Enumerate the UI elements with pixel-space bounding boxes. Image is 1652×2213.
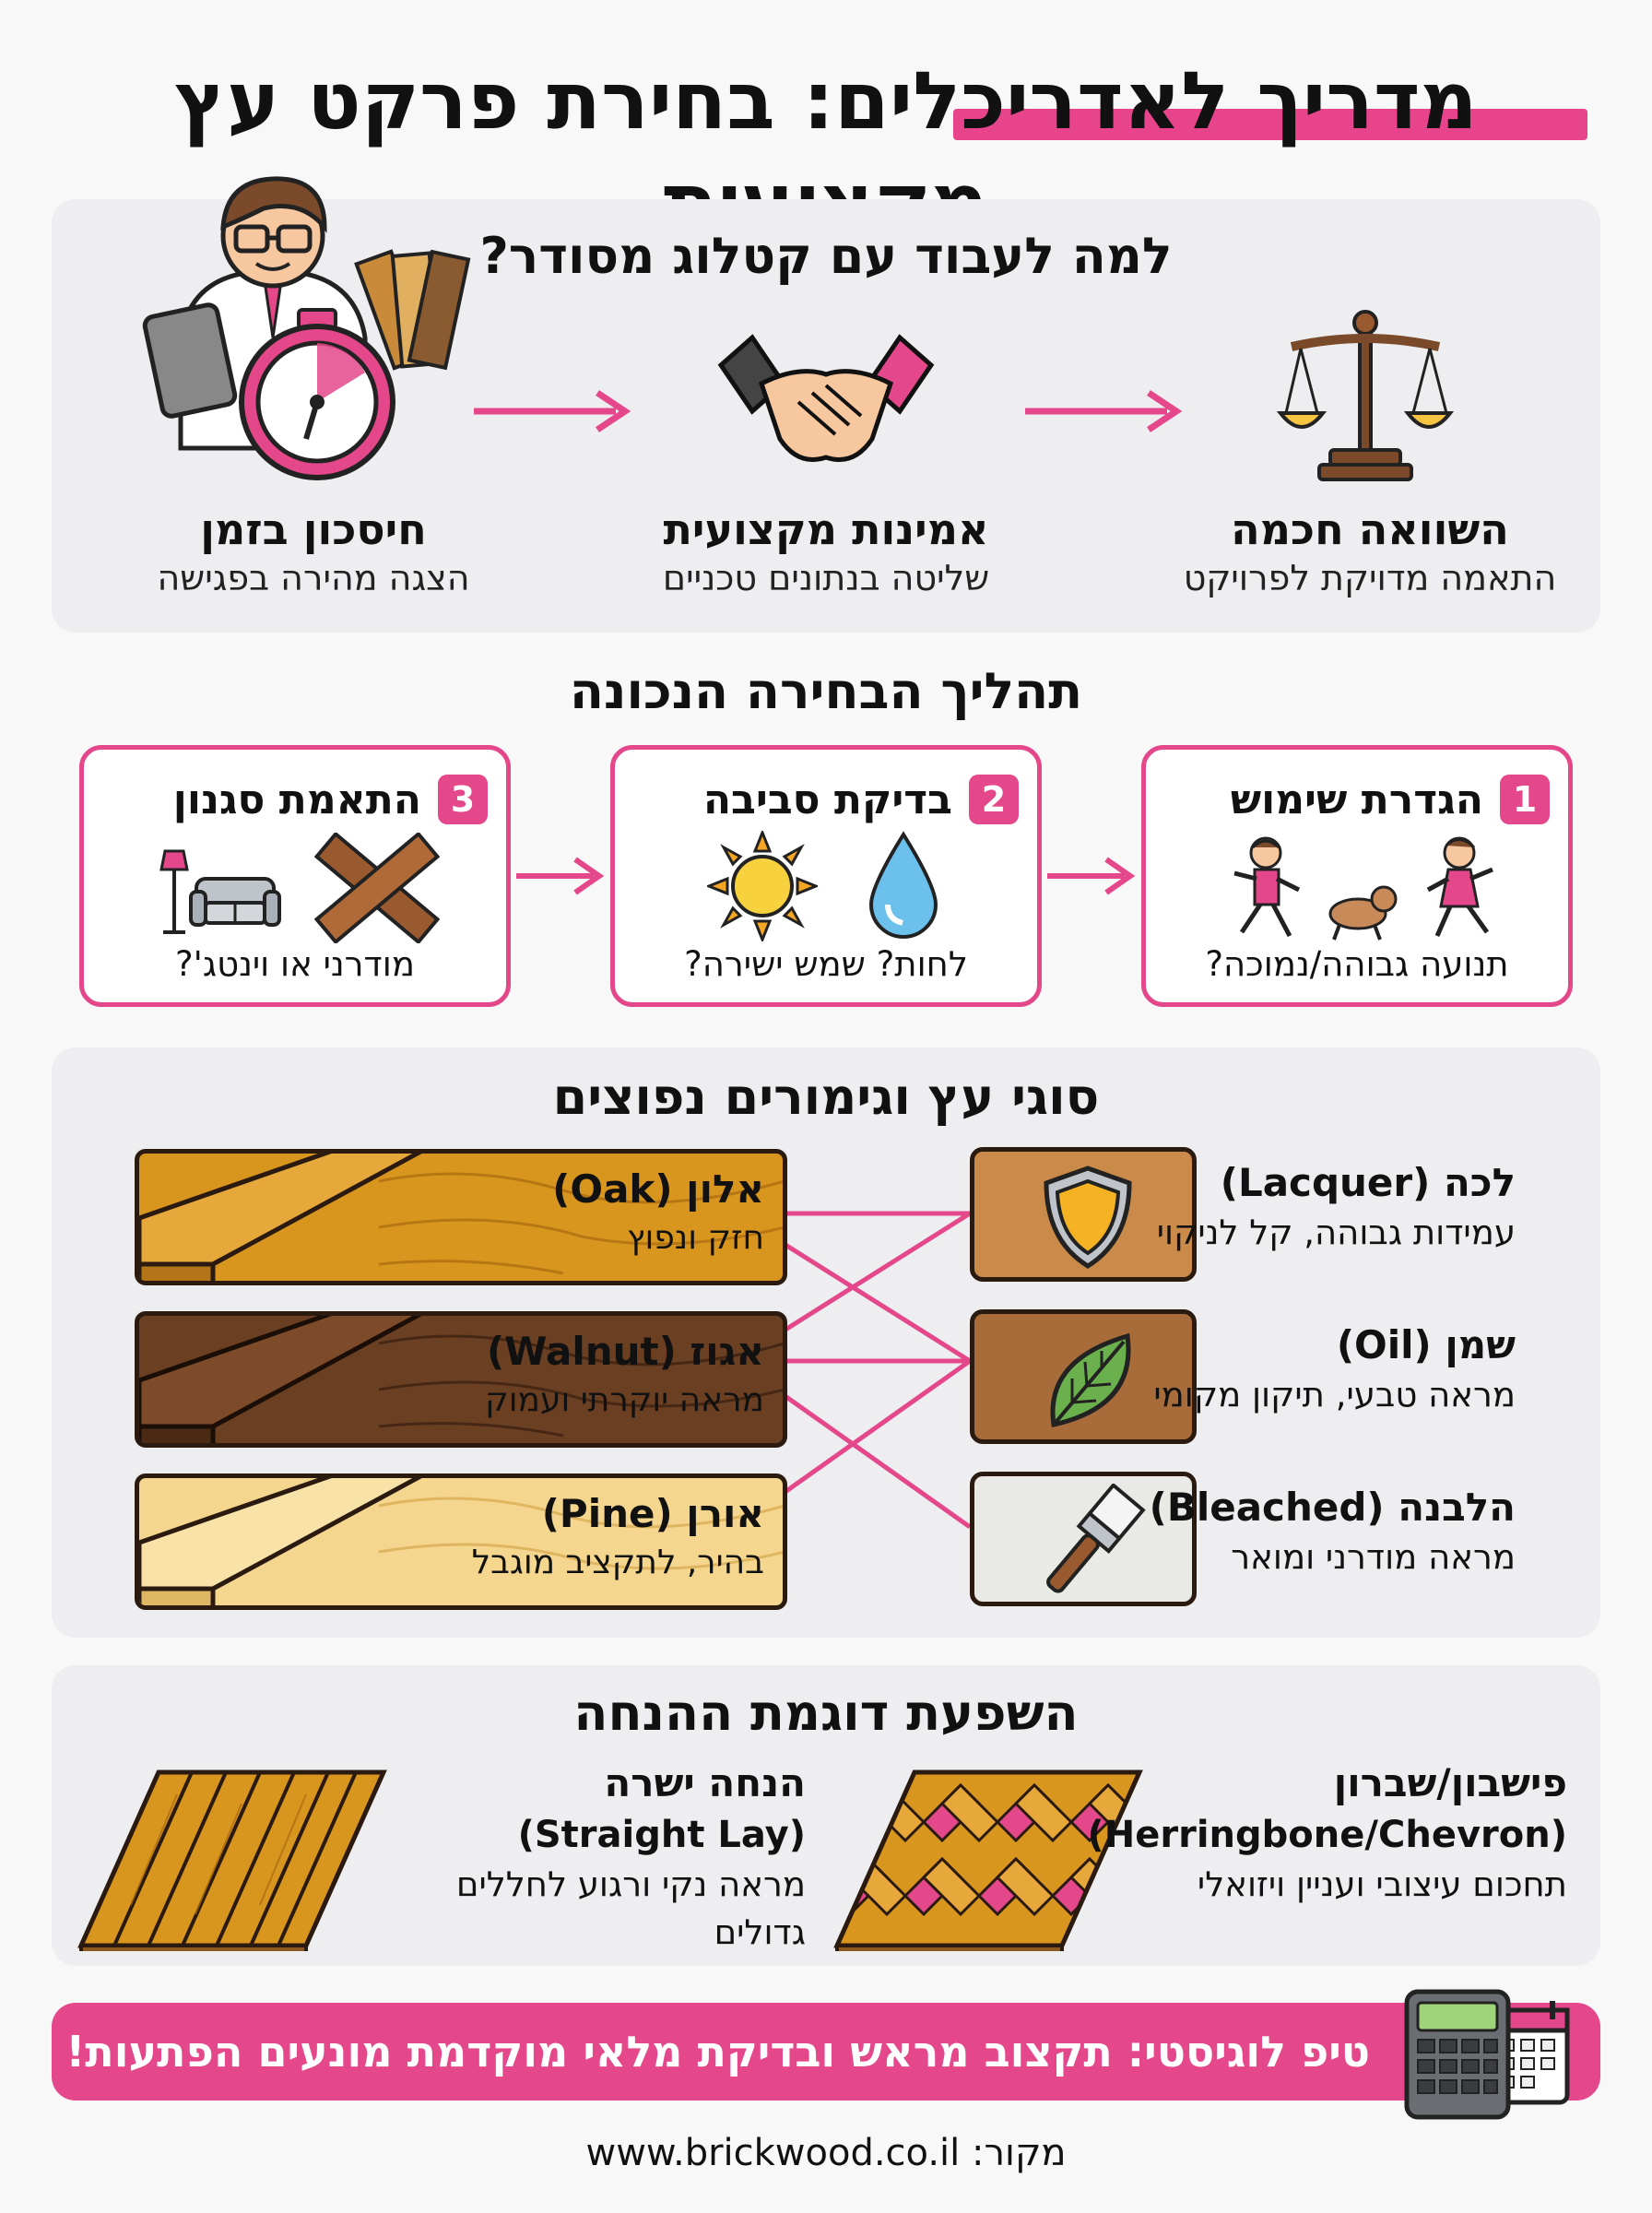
finish-title: שמן (Oil)	[1336, 1322, 1516, 1367]
step-title: בדיקת סביבה	[702, 775, 952, 823]
step-header: 1 הגדרת שימוש	[1164, 766, 1550, 833]
layout-title: הנחה ישרה	[604, 1760, 806, 1805]
finish-text-oil: שמן (Oil) מראה טבעי, תיקון מקומי	[1110, 1319, 1516, 1418]
woods-title: סוגי עץ וגימורים נפוצים	[552, 1068, 1100, 1126]
step-caption: לחות? שמש ישירה?	[684, 944, 968, 984]
layouts-title: השפעת דוגמת ההנחה	[573, 1684, 1079, 1742]
layout-text-herringbone: פישבון/שברון (Herringbone/Chevron) תחכום…	[1087, 1757, 1568, 1909]
layout-description: תחכום עיצובי ועניין ויזואלי	[1197, 1864, 1567, 1904]
step-caption: תנועה גבוהה/נמוכה?	[1205, 944, 1509, 984]
finish-title: הלבנה (Bleached)	[1149, 1485, 1516, 1530]
plank-grain	[139, 1316, 783, 1443]
plank-subtitle: מראה יוקרתי ועמוק	[485, 1381, 764, 1419]
benefit-smart-compare: השוואה חכמה התאמה מדויקת לפרויקט	[1158, 503, 1582, 601]
benefit-subtitle: התאמה מדויקת לפרויקט	[1183, 558, 1557, 598]
finish-subtitle: מראה מודרני ומואר	[1231, 1537, 1516, 1577]
title-highlight	[953, 109, 1587, 140]
running-kids-icon	[1233, 836, 1493, 941]
step-environment: 2 בדיקת סביבה לחות? שמש ישירה?	[610, 745, 1042, 1007]
wood-plank-walnut: אגוז (Walnut) מראה יוקרתי ועמוק	[135, 1311, 787, 1448]
finish-title: לכה (Lacquer)	[1220, 1160, 1516, 1205]
finish-subtitle: עמידות גבוהה, קל לניקוי	[1156, 1213, 1516, 1252]
source-url[interactable]: www.brickwood.co.il	[585, 2132, 961, 2174]
plank-text: אורן (Pine) בהיר, לתקציב מוגבל	[472, 1487, 764, 1585]
source-line: מקור: www.brickwood.co.il	[0, 2132, 1652, 2174]
plank-subtitle: בהיר, לתקציב מוגבל	[471, 1544, 764, 1581]
benefit-title: חיסכון בזמן	[200, 504, 427, 554]
finish-tile-lacquer	[970, 1147, 1197, 1282]
layout-subtitle-en: (Straight Lay)	[517, 1814, 806, 1856]
arrow-icon	[1025, 390, 1183, 432]
wood-plank-pine: אורן (Pine) בהיר, לתקציב מוגבל	[135, 1473, 787, 1610]
step-number: 2	[969, 775, 1019, 824]
plank-text: אלון (Oak) חזק ונפוץ	[552, 1163, 764, 1260]
arrow-icon	[516, 857, 605, 895]
scales-icon	[1276, 310, 1455, 481]
sofa-lamp-icon	[159, 849, 281, 934]
step-style: 3 התאמת סגנון מודרני או וינטג'?	[79, 745, 511, 1007]
plank-subtitle: חזק ונפוץ	[627, 1219, 764, 1257]
herringbone-pattern	[833, 1769, 1143, 1951]
finish-tile-oil	[970, 1309, 1197, 1444]
why-title: למה לעבוד עם קטלוג מסודר?	[479, 227, 1173, 285]
finish-text-lacquer: לכה (Lacquer) עמידות גבוהה, קל לניקוי	[1110, 1156, 1516, 1256]
layout-description: מראה נקי ורגוע לחללים גדולים	[455, 1864, 806, 1952]
tip-text: טיפ לוגיסטי: תקצוב מראש ובדיקת מלאי מוקד…	[65, 2027, 1370, 2077]
handshake-icon	[717, 334, 935, 462]
step-number: 3	[438, 775, 488, 824]
sun-icon	[707, 831, 818, 941]
benefit-title: אמינות מקצועית	[663, 504, 989, 554]
straight-lay-pattern	[77, 1769, 387, 1951]
stopwatch-icon	[142, 176, 471, 480]
layout-title: פישבון/שברון	[1333, 1760, 1567, 1805]
layout-text-straight: הנחה ישרה (Straight Lay) מראה נקי ורגוע …	[360, 1757, 806, 1957]
page-title-part1: מדריך לאדריכלים:	[802, 55, 1478, 148]
plank-grain	[139, 1154, 783, 1281]
plank-text: אגוז (Walnut) מראה יוקרתי ועמוק	[485, 1325, 764, 1423]
woods-panel: סוגי עץ וגימורים נפוצים אלון (Oak) חזק ו…	[52, 1047, 1600, 1638]
step-title: הגדרת שימוש	[1230, 775, 1483, 823]
water-drop-icon	[868, 831, 938, 939]
why-panel: למה לעבוד עם קטלוג מסודר?	[52, 176, 1600, 633]
benefit-time-saving: חיסכון בזמן הצגה מהירה בפגישה	[101, 503, 525, 601]
step-usage: 1 הגדרת שימוש תנועה גבוהה/נמוכה?	[1141, 745, 1573, 1007]
step-header: 3 התאמת סגנון	[102, 766, 488, 833]
crossed-beams-icon	[314, 833, 440, 943]
plank-title: אורן (Pine)	[541, 1491, 764, 1536]
process-title: תהליך הבחירה הנכונה	[569, 662, 1083, 720]
finish-text-bleached: הלבנה (Bleached) מראה מודרני ומואר	[1110, 1481, 1516, 1580]
arrow-icon	[474, 390, 631, 432]
plank-title: אלון (Oak)	[552, 1166, 764, 1212]
wood-plank-oak: אלון (Oak) חזק ונפוץ	[135, 1149, 787, 1285]
shield-icon	[1044, 1166, 1132, 1269]
plank-grain	[139, 1478, 783, 1605]
step-caption: מודרני או וינטג'?	[175, 944, 415, 984]
finish-tile-bleached	[970, 1472, 1197, 1606]
leaf-icon	[1050, 1332, 1131, 1428]
calculator-calendar-icon	[1404, 1989, 1570, 2120]
plank-title: אגוז (Walnut)	[486, 1329, 764, 1374]
step-header: 2 בדיקת סביבה	[633, 766, 1019, 833]
benefit-title: השוואה חכמה	[1231, 504, 1509, 554]
arrow-icon	[1047, 857, 1136, 895]
finish-subtitle: מראה טבעי, תיקון מקומי	[1153, 1375, 1516, 1414]
tip-banner: טיפ לוגיסטי: תקצוב מראש ובדיקת מלאי מוקד…	[52, 2003, 1600, 2101]
benefit-reliability: אמינות מקצועית שליטה בנתונים טכניים	[614, 503, 1038, 601]
benefit-subtitle: שליטה בנתונים טכניים	[662, 558, 990, 598]
page-title: מדריך לאדריכלים: בחירת פרקט עץ מקצועית	[55, 51, 1597, 249]
step-title: התאמת סגנון	[172, 775, 421, 823]
paintbrush-icon	[1046, 1484, 1146, 1593]
layouts-panel: השפעת דוגמת ההנחה	[52, 1665, 1600, 1966]
benefit-subtitle: הצגה מהירה בפגישה	[157, 558, 470, 598]
layout-subtitle-en: (Herringbone/Chevron)	[1087, 1814, 1568, 1856]
source-label: מקור:	[971, 2132, 1067, 2174]
step-number: 1	[1500, 775, 1550, 824]
